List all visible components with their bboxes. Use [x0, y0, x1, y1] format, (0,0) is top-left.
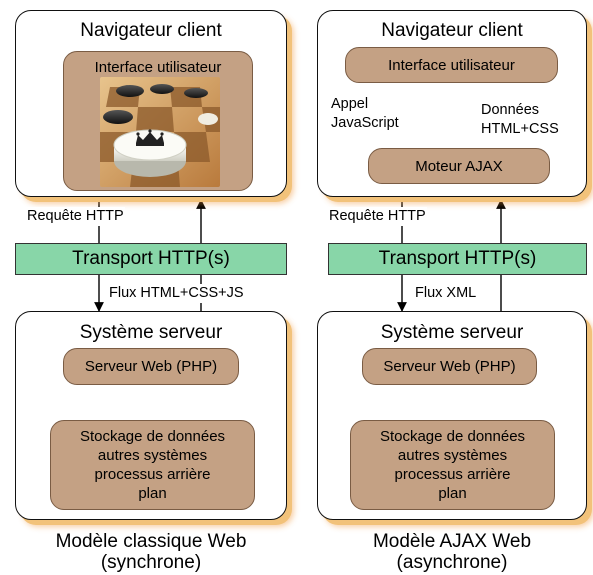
right-flux-label: Flux XML: [414, 284, 478, 303]
right-web-server: Serveur Web (PHP): [362, 348, 537, 385]
left-web-server-label: Serveur Web (PHP): [84, 358, 218, 375]
right-storage: Stockage de données autres systèmes proc…: [350, 420, 555, 510]
right-ui-label: Interface utilisateur: [388, 56, 515, 74]
right-server-title: Système serveur: [380, 322, 524, 343]
right-transport-bar: Transport HTTP(s): [328, 243, 587, 275]
right-caption: Modèle AJAX Web (asynchrone): [372, 531, 532, 573]
left-ui-label: Interface utilisateur: [94, 59, 222, 76]
left-storage-label: Stockage de données autres systèmes proc…: [79, 428, 226, 502]
left-client-title: Navigateur client: [80, 20, 222, 41]
right-ajax-engine: Moteur AJAX: [368, 148, 550, 184]
left-client-box: Navigateur client Interface utilisateur: [15, 10, 287, 197]
right-web-server-label: Serveur Web (PHP): [383, 358, 516, 375]
left-transport-bar: Transport HTTP(s): [15, 243, 287, 275]
checkers-board-icon: [100, 77, 220, 187]
right-engine-label: Moteur AJAX: [415, 157, 503, 175]
right-transport-label: Transport HTTP(s): [378, 248, 537, 269]
left-transport-label: Transport HTTP(s): [72, 248, 230, 269]
right-ui-panel: Interface utilisateur: [345, 47, 558, 83]
left-flux-label: Flux HTML+CSS+JS: [108, 284, 245, 303]
right-data-label: Données HTML+CSS: [481, 102, 559, 137]
left-request-label: Requête HTTP: [26, 207, 125, 226]
right-client-title: Navigateur client: [381, 20, 523, 41]
right-request-label: Requête HTTP: [328, 207, 427, 226]
left-web-server: Serveur Web (PHP): [63, 348, 239, 385]
left-server-title: Système serveur: [79, 322, 223, 343]
right-storage-label: Stockage de données autres systèmes proc…: [379, 428, 526, 502]
right-call-label: Appel JavaScript: [331, 96, 399, 131]
left-storage: Stockage de données autres systèmes proc…: [50, 420, 255, 510]
left-caption: Modèle classique Web (synchrone): [55, 531, 247, 573]
